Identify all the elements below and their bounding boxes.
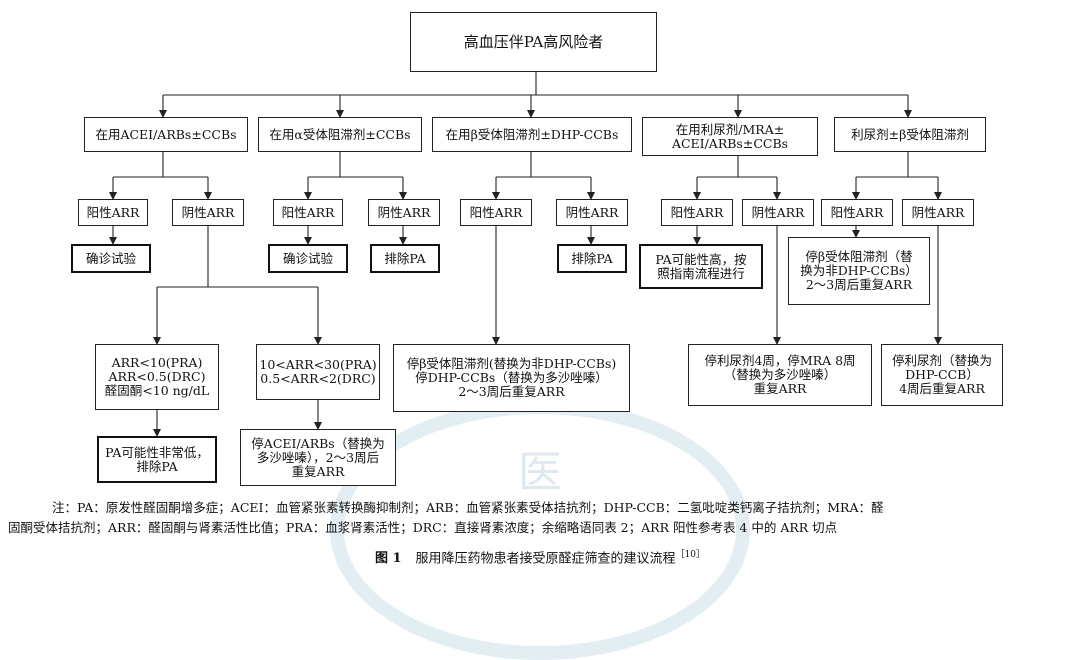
figure-caption: 图 1 服用降压药物患者接受原醛症筛查的建议流程［10］ bbox=[0, 544, 1080, 570]
b4-positive-arr: 阳性ARR bbox=[661, 199, 733, 226]
root-node: 高血压伴PA高风险者 bbox=[410, 12, 657, 72]
branch-diuretic-beta: 利尿剂±β受体阻滞剂 bbox=[834, 117, 986, 152]
b1-confirm-test: 确诊试验 bbox=[71, 244, 151, 273]
figure-title: 服用降压药物患者接受原醛症筛查的建议流程 bbox=[415, 551, 676, 567]
b5-stop-diuretic: 停利尿剂（替换为 DHP-CCB） 4周后重复ARR bbox=[881, 344, 1003, 406]
b1-stop-acei-arb: 停ACEI/ARBs（替换为 多沙唑嗪），2～3周后 重复ARR bbox=[240, 429, 396, 486]
branch-diuretic-mra: 在用利尿剂/MRA± ACEI/ARBs±CCBs bbox=[642, 117, 818, 156]
figure-reference: ［10］ bbox=[675, 550, 706, 560]
b1-positive-arr: 阳性ARR bbox=[78, 199, 148, 226]
branch-alpha-blocker: 在用α受体阻滞剂±CCBs bbox=[258, 117, 422, 152]
footnote-line-1: 注：PA：原发性醛固酮增多症；ACEI：血管紧张素转换酶抑制剂；ARB：血管紧张… bbox=[52, 500, 884, 515]
branch-acei-arb: 在用ACEI/ARBs±CCBs bbox=[84, 117, 248, 152]
b2-confirm-test: 确诊试验 bbox=[268, 244, 348, 273]
b1-negative-arr: 阴性ARR bbox=[172, 199, 244, 226]
b3-positive-arr: 阳性ARR bbox=[460, 199, 532, 226]
b1-mid-arr-criteria: 10<ARR<30(PRA) 0.5<ARR<2(DRC) bbox=[256, 344, 380, 400]
flowchart-connectors bbox=[109, 72, 942, 437]
b2-negative-arr: 阴性ARR bbox=[368, 199, 440, 226]
footnote-line-2: 固酮受体拮抗剂；ARR：醛固酮与肾素活性比值；PRA：血浆肾素活性；DRC：直接… bbox=[8, 520, 838, 535]
b2-positive-arr: 阳性ARR bbox=[273, 199, 343, 226]
b5-positive-arr: 阳性ARR bbox=[821, 199, 893, 226]
footnote: 注：PA：原发性醛固酮增多症；ACEI：血管紧张素转换酶抑制剂；ARB：血管紧张… bbox=[0, 498, 1080, 538]
b5-stop-beta-blocker: 停β受体阻滞剂（替 换为非DHP-CCBs） 2～3周后重复ARR bbox=[788, 237, 930, 305]
branch-beta-blocker: 在用β受体阻滞剂±DHP-CCBs bbox=[432, 117, 632, 152]
b1-low-arr-criteria: ARR<10(PRA) ARR<0.5(DRC) 醛固酮<10 ng/dL bbox=[95, 344, 219, 410]
b1-pa-very-low: PA可能性非常低， 排除PA bbox=[97, 436, 217, 483]
figure-label: 图 1 bbox=[374, 551, 402, 567]
b4-negative-arr: 阴性ARR bbox=[742, 199, 814, 226]
b5-negative-arr: 阴性ARR bbox=[902, 199, 974, 226]
b3-exclude-pa: 排除PA bbox=[557, 244, 627, 273]
b4-stop-diuretic-mra: 停利尿剂4周，停MRA 8周 （替换为多沙唑嗪） 重复ARR bbox=[688, 344, 872, 406]
b2-exclude-pa: 排除PA bbox=[370, 244, 440, 273]
b3-stop-beta-dhp: 停β受体阻滞剂(替换为非DHP-CCBs) 停DHP-CCBs（替换为多沙唑嗪）… bbox=[393, 344, 630, 412]
b3-negative-arr: 阴性ARR bbox=[556, 199, 628, 226]
watermark-char: 医 bbox=[518, 447, 562, 498]
b4-pa-likely-high: PA可能性高，按 照指南流程进行 bbox=[639, 244, 763, 289]
